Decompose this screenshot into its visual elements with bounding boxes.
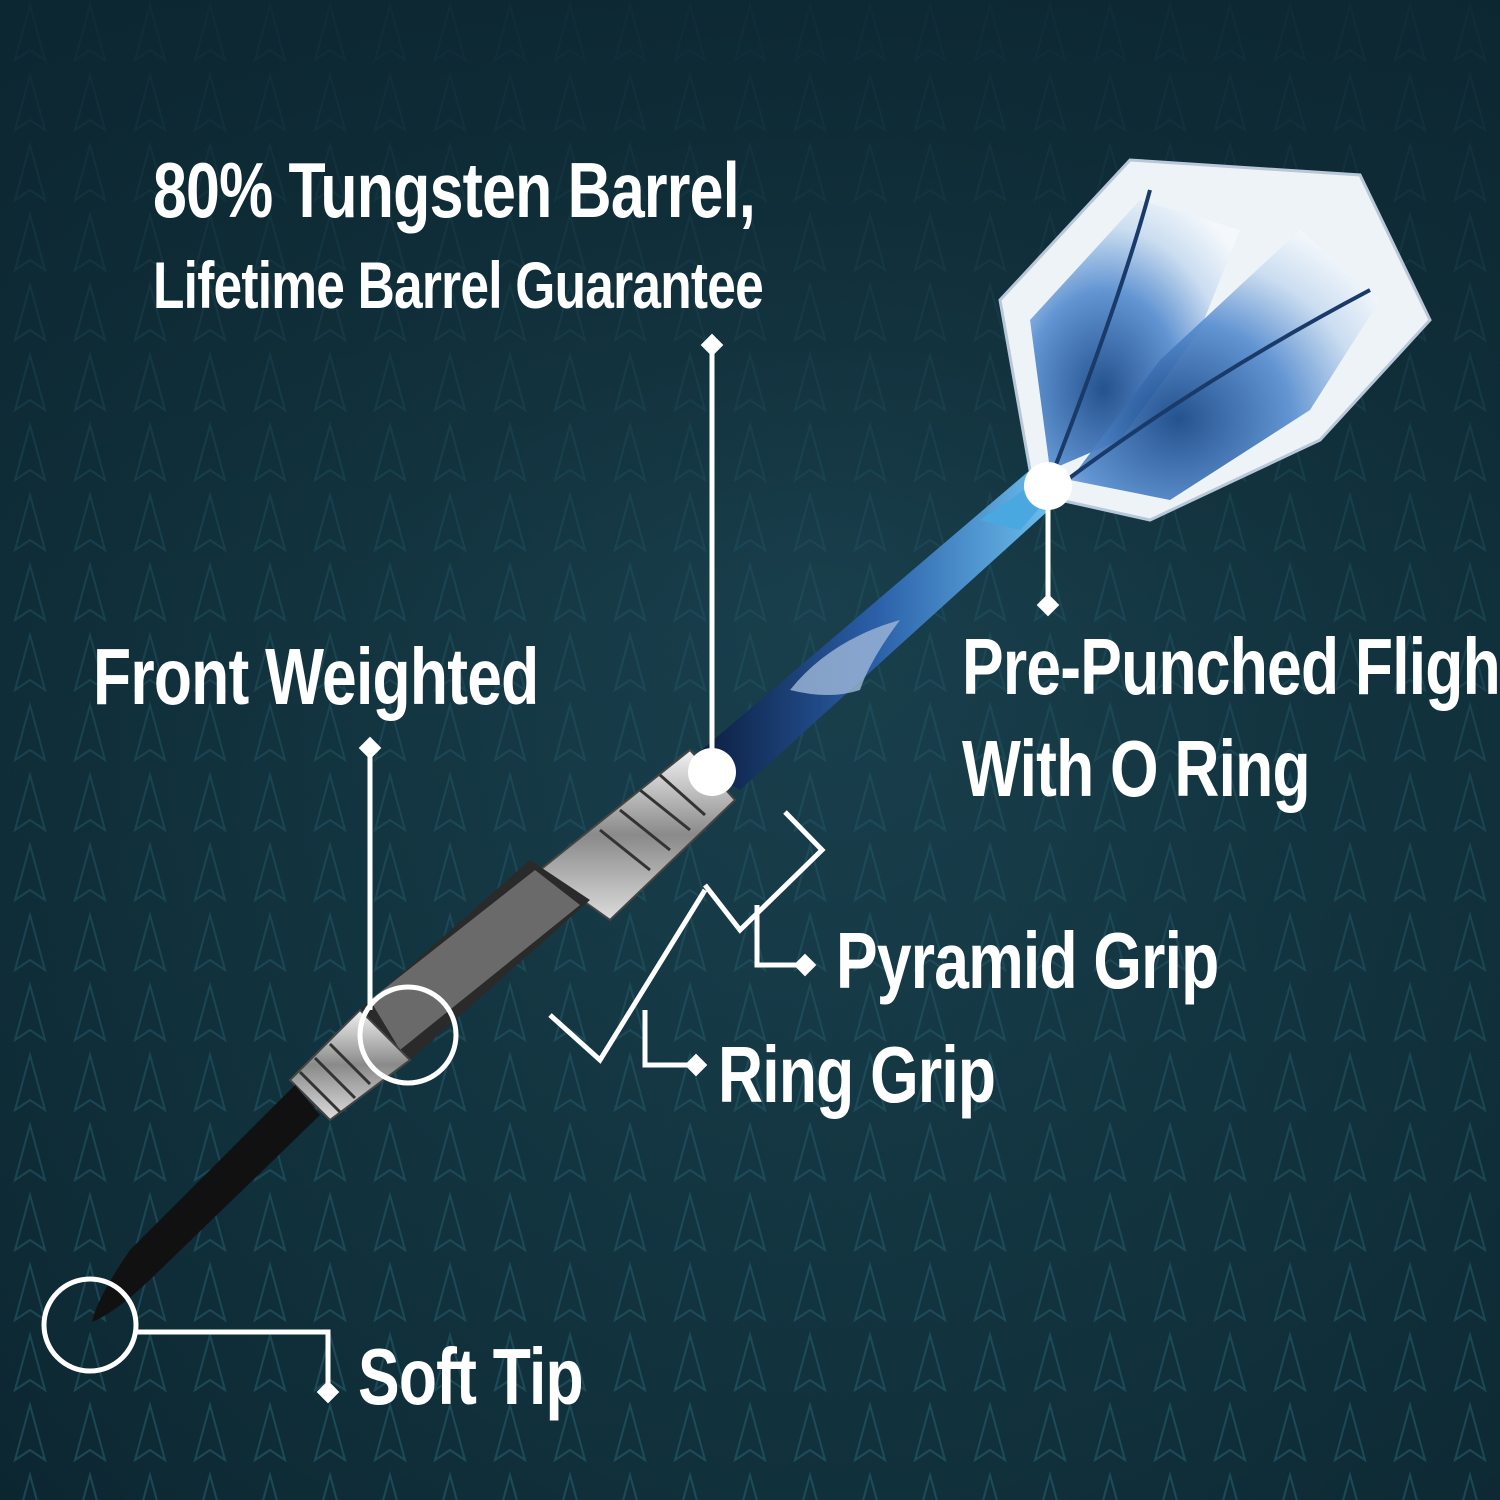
dart-flight bbox=[998, 158, 1432, 522]
callout-flight-title: Pre-Punched Flight bbox=[962, 622, 1500, 711]
callout-soft-tip: Soft Tip bbox=[358, 1332, 584, 1421]
dart bbox=[92, 158, 1432, 1322]
callout-ring-grip: Ring Grip bbox=[718, 1030, 996, 1119]
callout-pyramid-grip: Pyramid Grip bbox=[836, 916, 1219, 1005]
dart-barrel bbox=[288, 748, 737, 1122]
dart-soft-tip bbox=[92, 1085, 320, 1322]
barrel-marker-dot bbox=[688, 748, 736, 796]
callout-flight-oring: With O Ring bbox=[962, 724, 1311, 813]
callout-barrel-title: 80% Tungsten Barrel, bbox=[153, 146, 756, 234]
flight-marker-dot bbox=[1024, 462, 1072, 510]
callout-front-weighted: Front Weighted bbox=[93, 632, 539, 721]
callout-barrel-guarantee: Lifetime Barrel Guarantee bbox=[153, 248, 764, 322]
callout-markers bbox=[316, 333, 1072, 1404]
shaft-wings-logo bbox=[790, 620, 900, 695]
